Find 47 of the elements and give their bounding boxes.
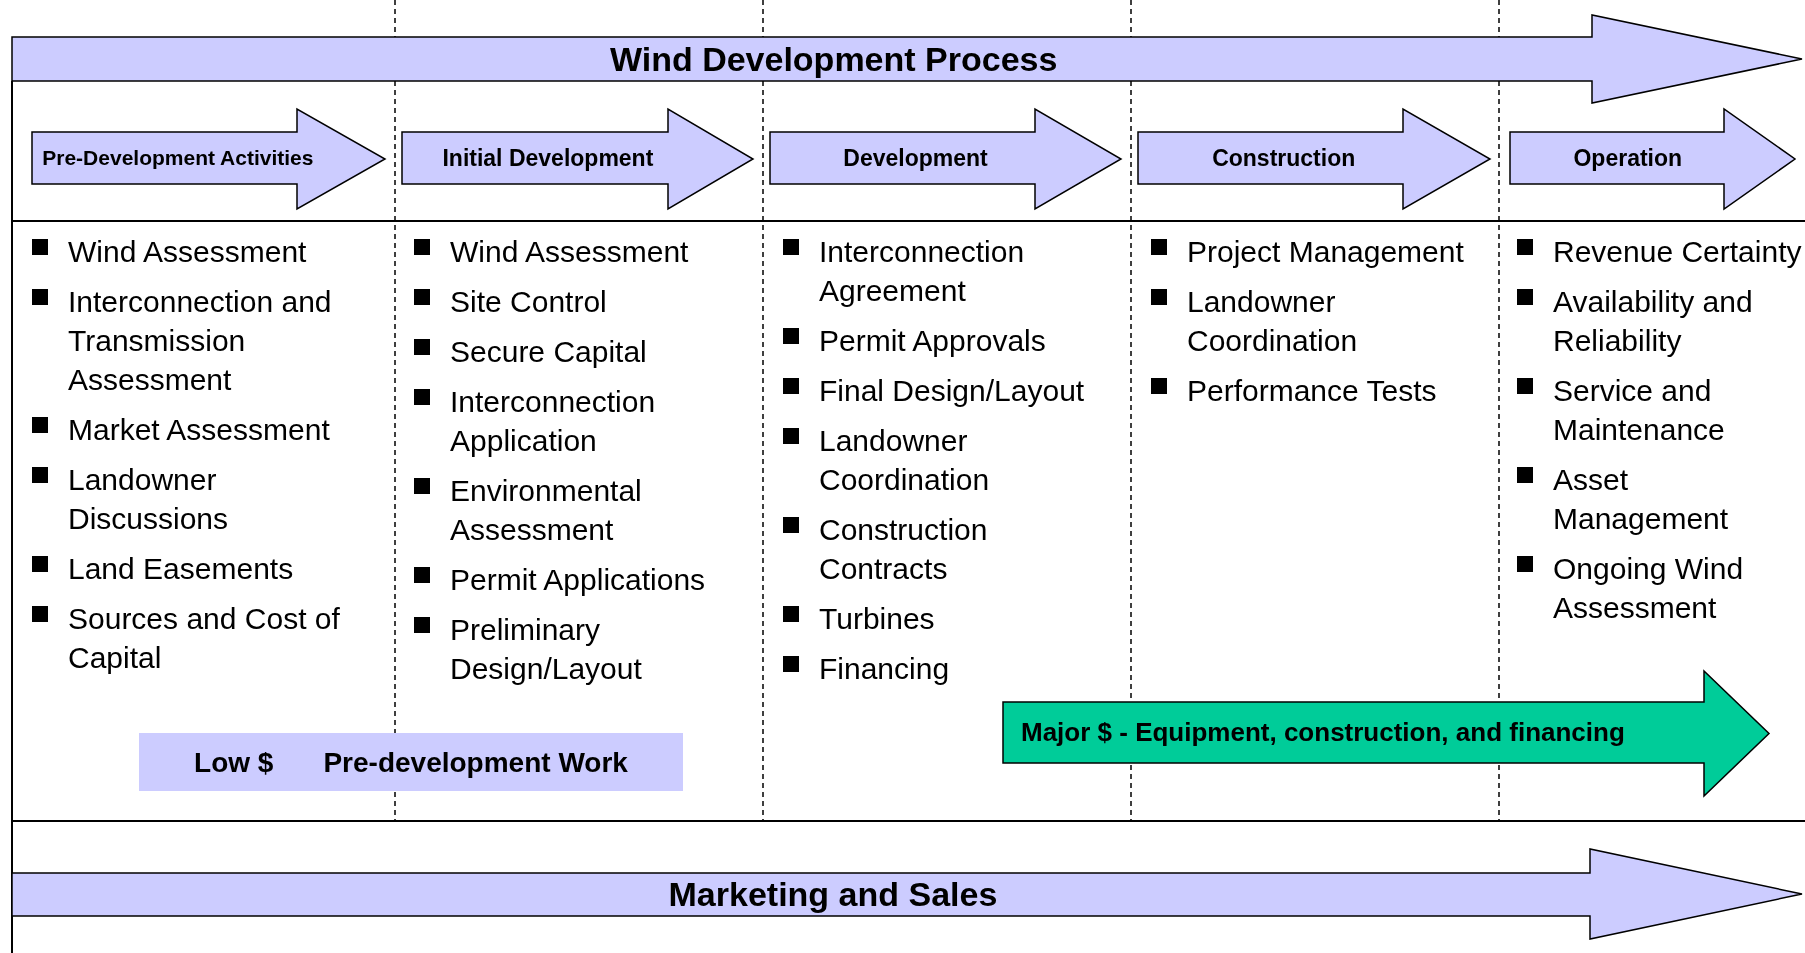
list-item: Interconnection Application [450,384,657,459]
list-item: Sources and Cost of Capital [68,601,341,676]
list-item: Environmental Assessment [450,473,643,548]
phase-banner [1138,108,1491,210]
phase-banner [402,108,754,210]
list-item: Permit Applications [450,562,706,598]
list-item: Landowner Coordination [1187,284,1359,359]
phase-label: Operation [1573,145,1683,171]
cost-banner [1003,670,1770,797]
list-item: Interconnection Agreement [819,234,1026,309]
list-item: Financing [819,651,950,687]
phase-banner [770,108,1122,210]
list-item: Land Easements [68,551,294,587]
phase-label: Initial Development [442,145,654,171]
banner-title: Marketing and Sales [668,876,998,913]
cost-label: Major $ - Equipment, construction, and financing [1021,718,1625,747]
phase-label: Pre-Development Activities [42,146,314,170]
list-item: Ongoing Wind Assessment [1553,551,1745,626]
list-item: Market Assessment [68,412,330,448]
cost-label: Pre-development Work [323,746,628,778]
list-item: Landowner Discussions [68,462,230,537]
list-item: Availability and Reliability [1553,284,1754,359]
list-item: Wind Assessment [450,234,689,270]
banner-title: Wind Development Process [609,40,1058,78]
list-item: Wind Assessment [68,234,307,270]
list-item: Site Control [450,284,607,320]
list-item: Final Design/Layout [819,373,1085,409]
list-item: Secure Capital [450,334,647,370]
list-item: Performance Tests [1187,373,1437,409]
list-item: Service and Maintenance [1553,373,1726,448]
list-item: Revenue Certainty [1553,234,1802,270]
process-banner [12,14,1803,104]
process-banner [12,848,1803,940]
list-item: Turbines [819,601,935,637]
cost-label: Low $ [194,746,274,778]
phase-label: Development [843,145,988,171]
phase-banner [32,108,386,210]
list-item: Permit Approvals [819,323,1046,359]
list-item: Interconnection and Transmission Assessment [68,284,333,398]
cost-box [139,733,683,791]
phase-label: Construction [1212,145,1356,171]
phase-banner [1510,108,1796,210]
list-item: Preliminary Design/Layout [450,612,643,687]
list-item: Project Management [1187,234,1464,270]
list-item: Construction Contracts [819,512,989,587]
list-item: Asset Management [1553,462,1730,537]
list-item: Landowner Coordination [819,423,991,498]
